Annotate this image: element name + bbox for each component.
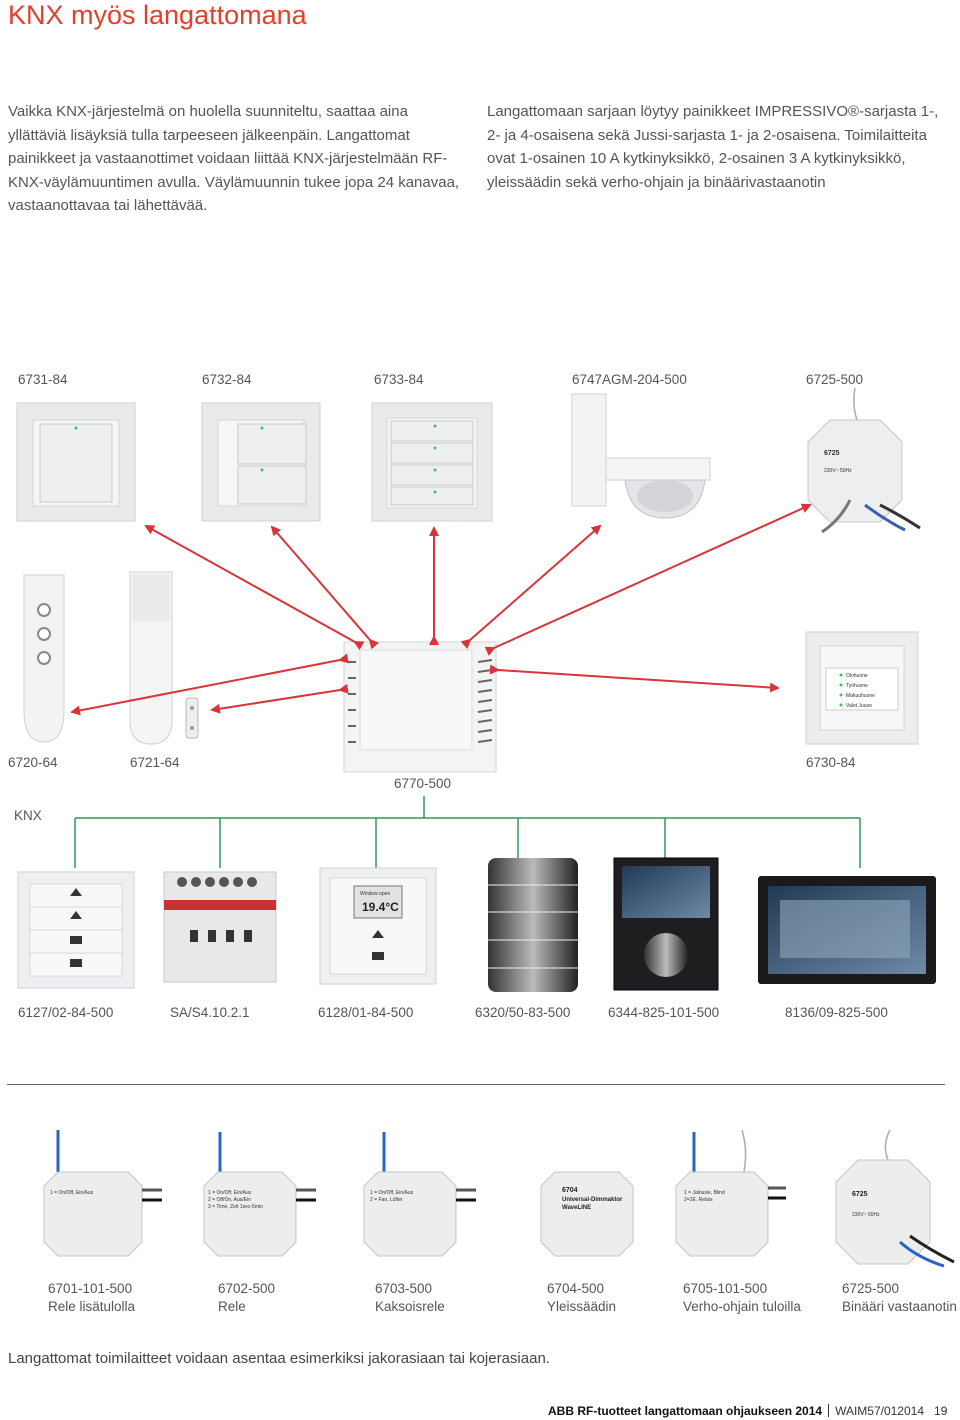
act-code-6705: 6705-101-500 [683, 1281, 768, 1296]
label-6721-64: 6721-64 [130, 755, 180, 770]
knx-label: KNX [14, 808, 42, 823]
footer-publication: ABB RF-tuotteet langattomaan ohjaukseen … [548, 1404, 823, 1418]
act-6705-text2: 2=2E. Relais [684, 1197, 713, 1203]
panel-item-1: Olohuone [846, 673, 868, 679]
footer-code: WAIM57/012014 [835, 1404, 925, 1418]
act-6704-line2: WaveLINE [562, 1205, 591, 1211]
act-6725-volt: 230V~ 50Hz [852, 1212, 880, 1218]
act-code-6704: 6704-500 [547, 1281, 605, 1296]
label-6747agm: 6747AGM-204-500 [572, 372, 687, 387]
panel-item-3: Makuuhuone [846, 693, 875, 699]
label-6320: 6320/50-83-500 [475, 1005, 571, 1020]
act-6702-text1: 1 = On/Off, Ein/Aus [208, 1190, 252, 1196]
act-6725-title: 6725 [852, 1191, 868, 1198]
act-6703-text2: 2 = Fan, Lüfter [370, 1197, 403, 1203]
section-divider [7, 1084, 945, 1085]
knx-device-6320 [488, 858, 578, 992]
device-6733-84 [371, 402, 493, 522]
intro-left: Vaikka KNX-järjestelmä on huolella suunn… [8, 103, 460, 214]
actuator-6703: 1 = On/Off, Ein/Aus 2 = Fan, Lüfter [363, 1132, 476, 1257]
actuator-6705: 1 = Jalousie, Blind 2=2E. Relais [675, 1129, 786, 1257]
device-6732-84 [201, 402, 321, 522]
page-footer: ABB RF-tuotteet langattomaan ohjaukseen … [548, 1404, 947, 1418]
device-6747agm-motion-sensor [571, 393, 711, 519]
device-6721-64-remote [129, 571, 199, 745]
footer-note: Langattomat toimilaitteet voidaan asenta… [8, 1350, 550, 1367]
label-6344: 6344-825-101-500 [608, 1005, 720, 1020]
device-6731-84 [16, 402, 136, 522]
label-sa-s4: SA/S4.10.2.1 [170, 1005, 250, 1020]
act-name-6705: Verho-ohjain tuloilla [683, 1299, 801, 1314]
knx-device-6344 [613, 857, 719, 991]
room-display-status: Window open [360, 891, 391, 897]
act-name-6725: Binääri vastaanotin [842, 1299, 957, 1314]
act-6701-text: 1 = On/Off, Ein/Aus [50, 1190, 94, 1196]
intro-right: Langattomaan sarjaan löytyy painikkeet I… [487, 103, 939, 191]
device-6720-64-remote [23, 574, 65, 743]
actuator-6725: 6725 230V~ 50Hz [835, 1129, 955, 1268]
label-8136: 8136/09-825-500 [785, 1005, 888, 1020]
label-6733-84: 6733-84 [374, 372, 424, 387]
act-code-6701: 6701-101-500 [48, 1281, 133, 1296]
label-6731-84: 6731-84 [18, 372, 68, 387]
actuator-6702: 1 = On/Off, Ein/Aus 2 = Off/On, Aus/Ein … [203, 1132, 316, 1257]
act-name-6704: Yleissäädin [547, 1299, 617, 1314]
act-code-6703: 6703-500 [375, 1281, 433, 1296]
act-6704-title: 6704 [562, 1187, 578, 1194]
actuator-6701: 1 = On/Off, Ein/Aus [43, 1130, 162, 1257]
knx-device-6127 [17, 871, 135, 989]
act-6702-text3: 3 = Time, Zeit 1sec-5min [208, 1204, 263, 1210]
label-6770-500: 6770-500 [394, 776, 452, 791]
knx-device-8136 [758, 876, 936, 984]
footer-separator [828, 1404, 830, 1417]
rf-arrows [70, 503, 812, 716]
act-name-6703: Kaksoisrele [375, 1299, 445, 1314]
room-display-temp: 19.4°C [362, 900, 399, 914]
page-number: 19 [934, 1404, 948, 1418]
act-name-6701: Rele lisätulolla [48, 1299, 136, 1314]
device-6725-500-top: 6725 230V~ 50Hz [807, 387, 921, 534]
act-6705-text1: 1 = Jalousie, Blind [684, 1190, 725, 1196]
label-6128: 6128/01-84-500 [318, 1005, 414, 1020]
label-6720-64: 6720-64 [8, 755, 58, 770]
actuator-6704: 6704 Universal-Dimmaktor WaveLINE [540, 1171, 634, 1257]
panel-item-2: Työhuone [846, 683, 868, 689]
act-6704-line1: Universal-Dimmaktor [562, 1197, 623, 1203]
device-6730-84-panel: Olohuone Työhuone Makuuhuone Valot Juuso [805, 631, 919, 745]
knx-device-6128: Window open 19.4°C [319, 867, 437, 985]
act-6702-text2: 2 = Off/On, Aus/Ein [208, 1197, 251, 1203]
act-code-6725: 6725-500 [842, 1281, 900, 1296]
act-6703-text1: 1 = On/Off, Ein/Aus [370, 1190, 414, 1196]
knx-device-sa-s4 [163, 871, 277, 983]
label-6725-500-top: 6725-500 [806, 372, 864, 387]
act-name-6702: Rele [218, 1299, 246, 1314]
label-6732-84: 6732-84 [202, 372, 252, 387]
knx-bus-line [74, 796, 861, 868]
act-code-6702: 6702-500 [218, 1281, 276, 1296]
panel-item-4: Valot Juuso [846, 703, 872, 709]
device-6770-500-gateway [343, 641, 497, 773]
label-6730-84: 6730-84 [806, 755, 856, 770]
svg-text:230V~ 50Hz: 230V~ 50Hz [824, 468, 852, 474]
page-title: KNX myös langattomana [8, 0, 307, 30]
label-6127: 6127/02-84-500 [18, 1005, 114, 1020]
svg-text:6725: 6725 [824, 450, 840, 457]
